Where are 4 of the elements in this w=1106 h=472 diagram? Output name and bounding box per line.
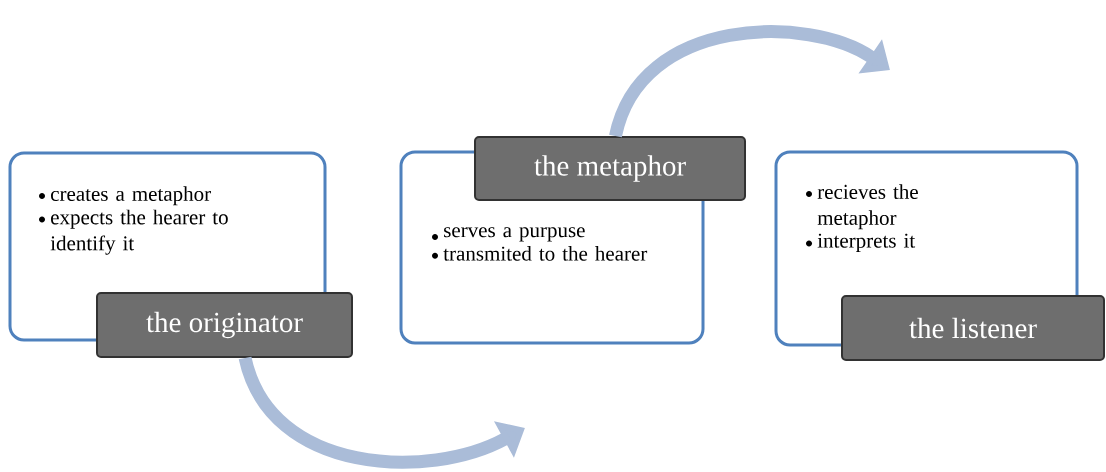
title-bar: the metaphor (474, 136, 746, 201)
title-bar: the originator (96, 292, 353, 358)
title-bar: the listener (841, 295, 1105, 361)
curved-arrow (609, 25, 890, 138)
